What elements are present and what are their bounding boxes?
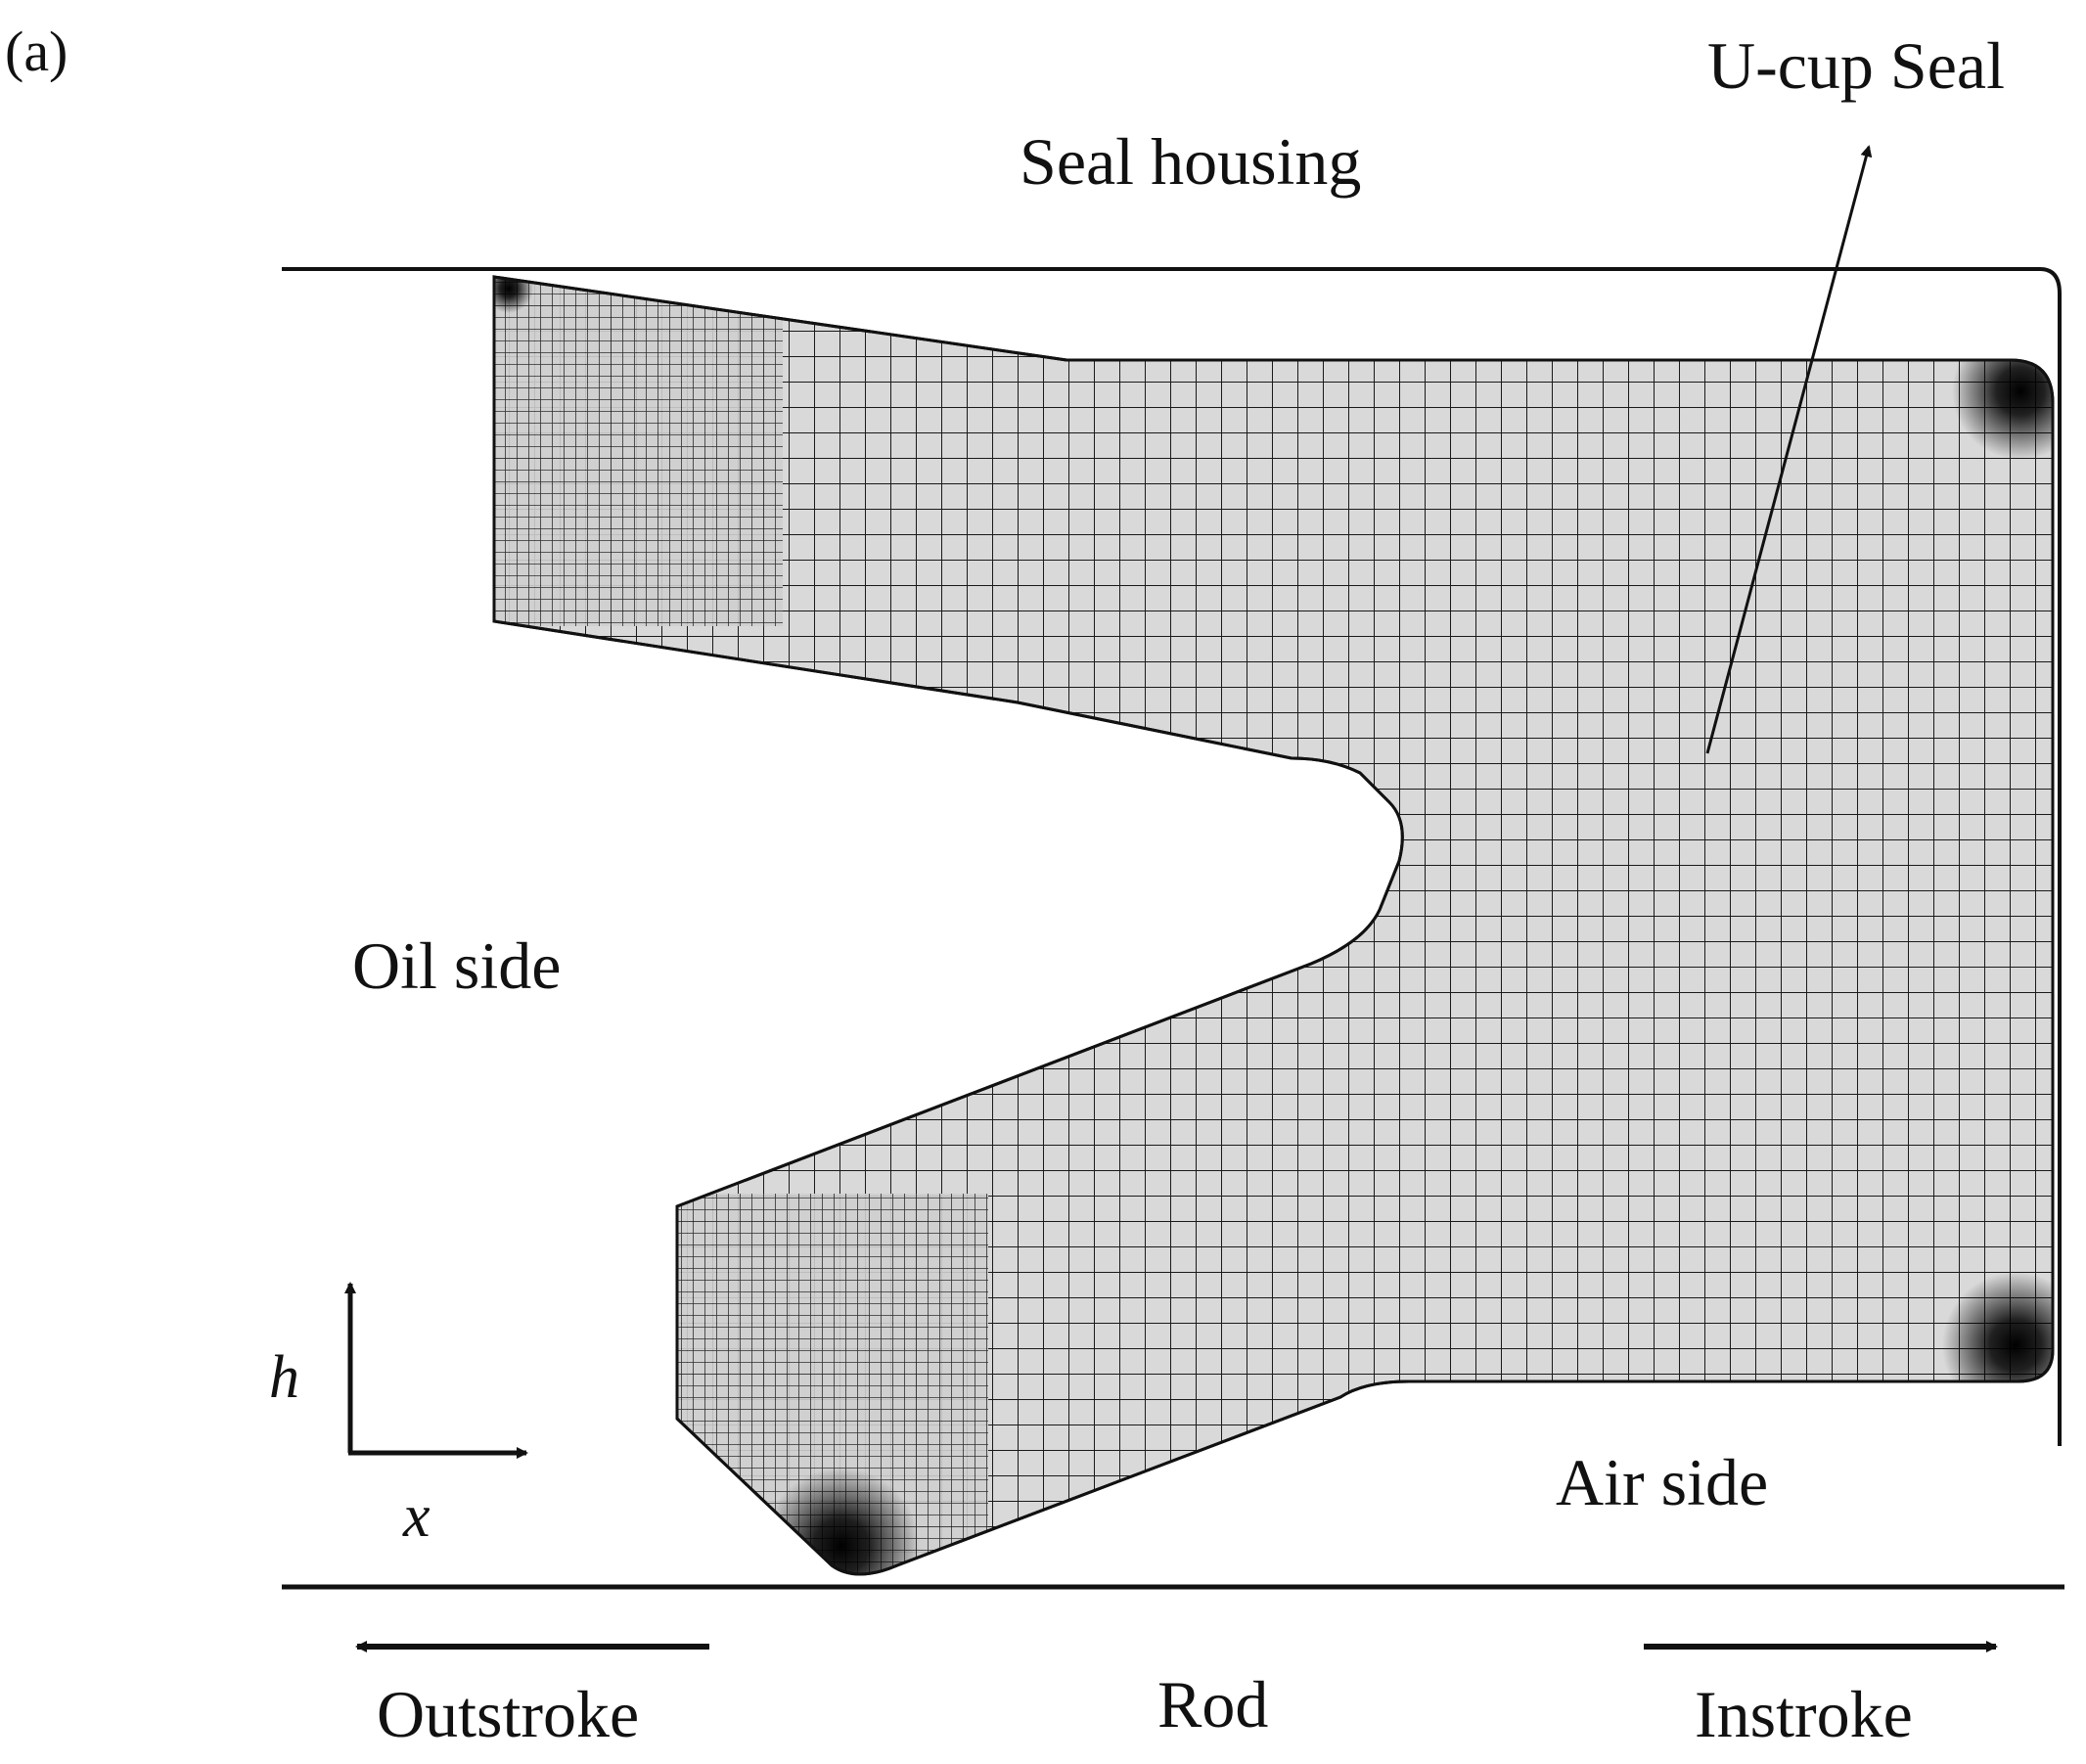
dense-mesh-corner-top-right xyxy=(1952,323,2053,460)
u-cup-seal-pointer-arrow xyxy=(1705,145,1873,754)
seal-housing-outline xyxy=(282,267,2062,1446)
air-side-label: Air side xyxy=(1556,1445,1768,1519)
outstroke-label: Outstroke xyxy=(377,1677,639,1751)
rod-label: Rod xyxy=(1157,1667,1268,1741)
dense-mesh-corner-top-lip xyxy=(494,277,533,313)
axis-h-label: h xyxy=(269,1344,299,1411)
axis-x-label: x xyxy=(402,1483,431,1550)
oil-side-label: Oil side xyxy=(352,928,561,1003)
instroke-label: Instroke xyxy=(1695,1677,1913,1751)
seal-housing-label: Seal housing xyxy=(1020,124,1361,199)
u-cup-seal-mesh xyxy=(494,277,2053,1574)
u-cup-seal-label: U-cup Seal xyxy=(1707,28,2005,103)
dense-mesh-corner-rod-lip xyxy=(763,1468,920,1574)
seal-outline-path xyxy=(492,275,2055,1576)
dense-mesh-corner-bottom-right xyxy=(1942,1272,2053,1419)
panel-label: (a) xyxy=(5,20,68,83)
